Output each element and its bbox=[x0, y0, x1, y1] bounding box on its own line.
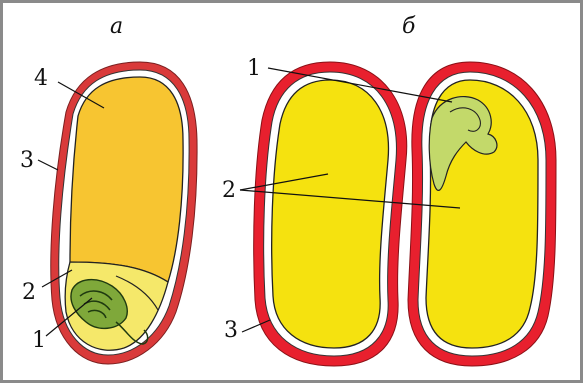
label-b1: 1 bbox=[247, 58, 261, 80]
seed-a bbox=[51, 62, 197, 364]
leader-a3 bbox=[38, 160, 58, 170]
label-a3: 3 bbox=[20, 150, 34, 172]
label-b3: 3 bbox=[224, 320, 238, 342]
label-a1: 1 bbox=[32, 330, 46, 352]
label-b2: 2 bbox=[222, 180, 236, 202]
label-a4: 4 bbox=[34, 68, 48, 90]
seed-a-endosperm bbox=[70, 77, 183, 282]
label-a2: 2 bbox=[22, 282, 36, 304]
seed-b-left-cotyledon bbox=[272, 80, 389, 348]
seed-b bbox=[254, 62, 556, 366]
panel-a-label: а bbox=[110, 16, 123, 38]
panel-b-label: б bbox=[402, 16, 415, 38]
